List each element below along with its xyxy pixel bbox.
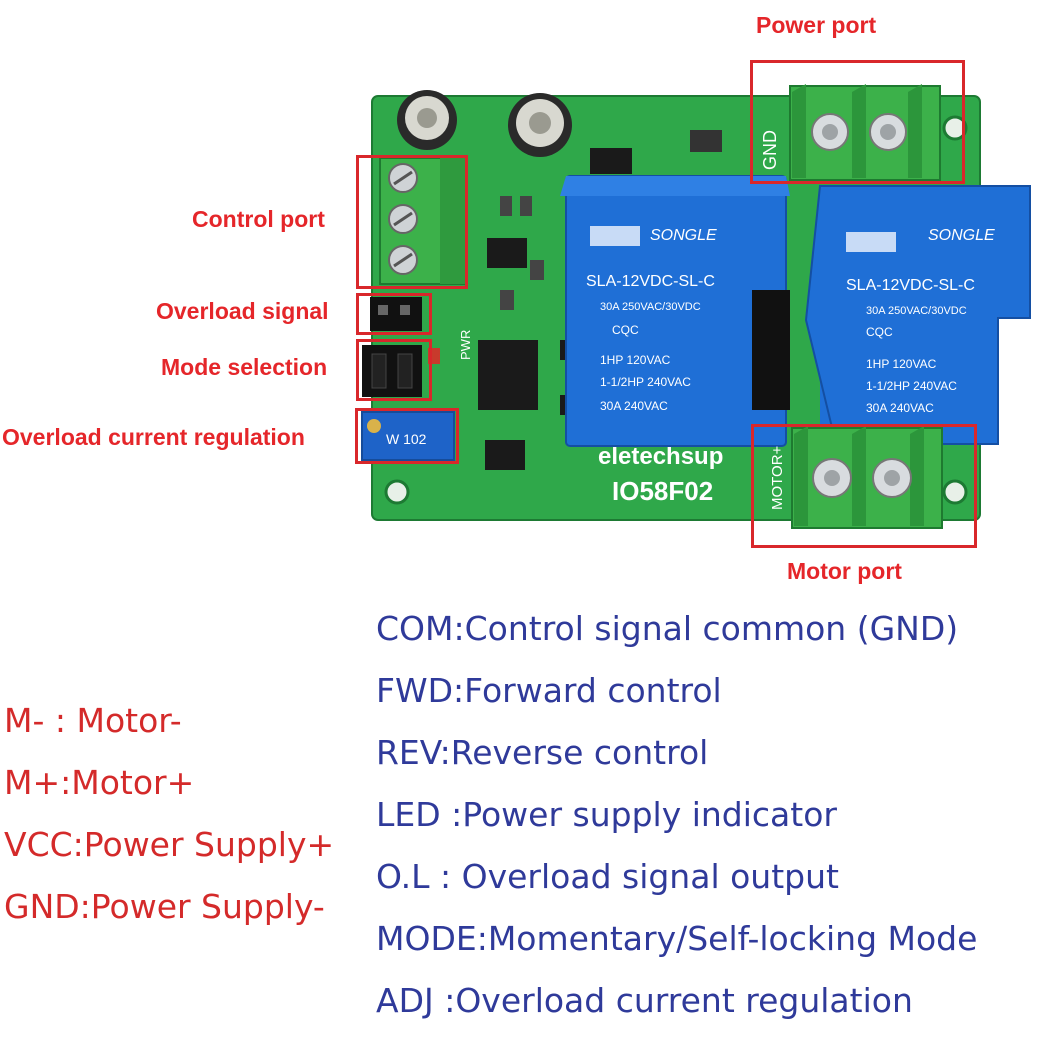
svg-text:CQC: CQC: [866, 325, 893, 339]
svg-text:CQC: CQC: [612, 323, 639, 337]
svg-text:30A 250VAC/30VDC: 30A 250VAC/30VDC: [866, 305, 967, 317]
control-port-label: Control port: [192, 206, 325, 232]
model-silkscreen: IO58F02: [612, 476, 713, 506]
legend-left-item: GND:Power Supply-: [4, 887, 325, 926]
svg-text:1HP 120VAC: 1HP 120VAC: [866, 357, 937, 371]
legend-right-item: LED :Power supply indicator: [376, 795, 837, 834]
legend-right-item: FWD:Forward control: [376, 671, 722, 710]
svg-text:SONGLE: SONGLE: [650, 227, 717, 244]
svg-text:MOTOR+: MOTOR+: [769, 445, 786, 510]
power-port-box: [750, 60, 965, 184]
motor-port-box: [751, 424, 977, 548]
svg-text:GND: GND: [760, 130, 780, 170]
mode-selection-label: Mode selection: [161, 354, 328, 380]
control-terminal-block: [379, 157, 467, 285]
overload-signal-box: [356, 293, 432, 335]
mode-selection-box: [356, 339, 432, 401]
overload-signal-label: Overload signal: [156, 298, 329, 324]
mode-jumper: [362, 345, 422, 397]
legend-right-item: REV:Reverse control: [376, 733, 709, 772]
legend-left-item: M- : Motor-: [4, 701, 182, 740]
legend-left: M- : Motor- M+:Motor+ VCC:Power Supply+ …: [4, 690, 334, 938]
power-terminal-block: GND: [760, 84, 941, 181]
pwr-silkscreen: PWR: [458, 330, 473, 360]
brand-silkscreen: eletechsup: [598, 443, 723, 470]
legend-right-item: MODE:Momentary/Self-locking Mode: [376, 919, 978, 958]
capacitor-1: [397, 90, 457, 150]
legend-right-item: ADJ :Overload current regulation: [376, 981, 913, 1020]
svg-text:SLA-12VDC-SL-C: SLA-12VDC-SL-C: [846, 277, 975, 294]
overload-current-regulation-label: Overload current regulation: [2, 424, 305, 450]
motor-terminal-block: MOTOR+: [769, 426, 943, 529]
svg-text:SLA-12VDC-SL-C: SLA-12VDC-SL-C: [586, 273, 715, 290]
motor-port-label: Motor port: [787, 558, 902, 584]
svg-text:30A 240VAC: 30A 240VAC: [600, 399, 668, 413]
legend-left-item: M+:Motor+: [4, 763, 195, 802]
overload-current-box: [355, 408, 459, 464]
svg-text:30A 240VAC: 30A 240VAC: [866, 401, 934, 415]
svg-text:W 102: W 102: [386, 431, 427, 447]
capacitor-2: [508, 93, 572, 157]
relay-1: SONGLE SLA-12VDC-SL-C 30A 250VAC/30VDC C…: [560, 175, 790, 447]
svg-text:1-1/2HP 240VAC: 1-1/2HP 240VAC: [600, 375, 691, 389]
svg-text:SONGLE: SONGLE: [928, 227, 995, 244]
relay-2: SONGLE SLA-12VDC-SL-C 30A 250VAC/30VDC C…: [804, 185, 1031, 445]
control-port-box: [356, 155, 468, 289]
legend-right-item: COM:Control signal common (GND): [376, 609, 959, 648]
legend-right-item: O.L : Overload signal output: [376, 857, 839, 896]
svg-text:1-1/2HP 240VAC: 1-1/2HP 240VAC: [866, 379, 957, 393]
legend-right: COM:Control signal common (GND) FWD:Forw…: [376, 598, 977, 1032]
overload-signal-header: [370, 297, 422, 331]
power-port-label: Power port: [756, 12, 877, 38]
svg-text:30A 250VAC/30VDC: 30A 250VAC/30VDC: [600, 301, 701, 313]
legend-left-item: VCC:Power Supply+: [4, 825, 335, 864]
potentiometer: W 102: [361, 411, 455, 461]
svg-text:1HP 120VAC: 1HP 120VAC: [600, 353, 671, 367]
